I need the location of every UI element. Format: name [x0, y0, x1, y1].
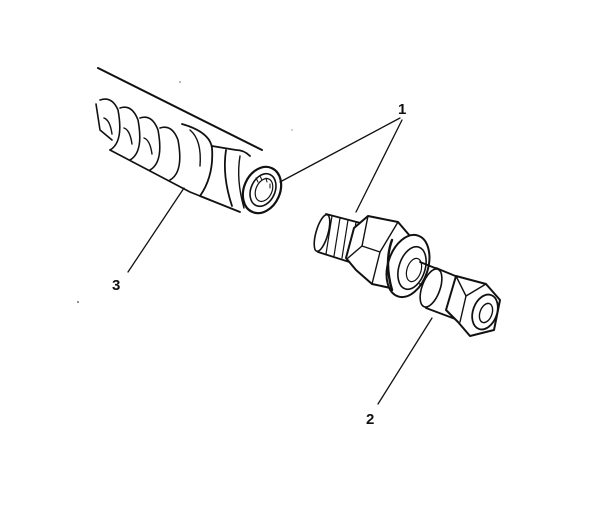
leader-3 — [127, 187, 185, 273]
callout-2: 2 — [366, 411, 374, 428]
scan-speck — [179, 81, 181, 83]
part-2-adjuster-nut — [419, 267, 501, 337]
callout-1: 1 — [398, 101, 406, 118]
leader-1-to-housing — [279, 117, 401, 183]
callout-3: 3 — [112, 277, 120, 294]
scan-speck — [77, 301, 79, 303]
leader-2 — [377, 317, 433, 405]
scan-speck — [291, 129, 293, 131]
leader-1-to-stud — [355, 119, 403, 213]
leader-lines — [127, 117, 433, 405]
part-3-rack-housing — [95, 67, 283, 215]
